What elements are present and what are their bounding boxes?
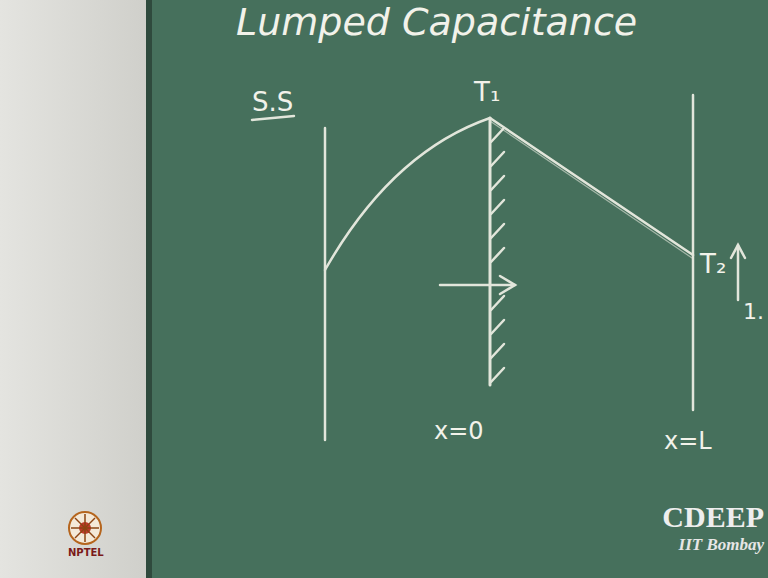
temperature-curve	[325, 118, 490, 270]
wall-hatching	[491, 128, 504, 382]
boundary-line	[692, 95, 695, 410]
temperature-line	[490, 118, 693, 255]
board-title: Lumped Capacitance	[236, 2, 637, 44]
watermark: NPTEL	[68, 547, 104, 558]
nptel-logo	[69, 512, 101, 544]
position-label: x=L	[664, 428, 712, 454]
note-number: 1.	[743, 300, 764, 324]
watermark: CDEEP	[662, 500, 764, 533]
underline	[252, 116, 294, 120]
rising-arrow	[731, 245, 745, 300]
steady-state-line	[324, 128, 327, 440]
wall-strip	[0, 0, 150, 578]
temperature-label: T₂	[700, 250, 726, 279]
board-edge	[146, 0, 152, 578]
x-direction-arrow	[440, 276, 515, 294]
wall-line	[489, 118, 492, 385]
region-label: S.S	[252, 88, 293, 117]
watermark: IIT Bombay	[679, 536, 764, 555]
temperature-line-shadow	[490, 121, 692, 258]
temperature-label: T₁	[474, 78, 500, 107]
position-label: x=0	[434, 418, 484, 444]
